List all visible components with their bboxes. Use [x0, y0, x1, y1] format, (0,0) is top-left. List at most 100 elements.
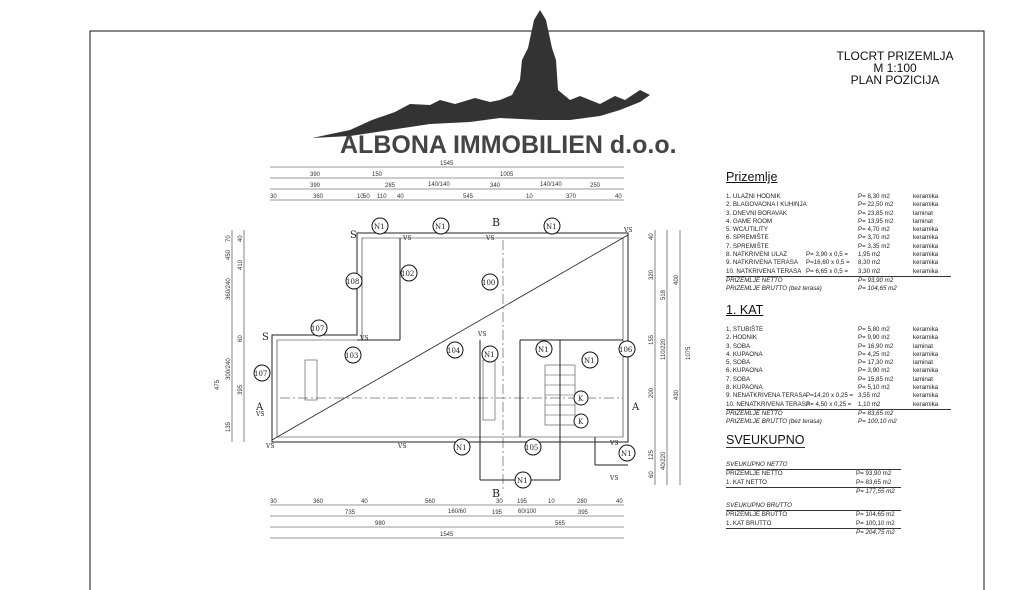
room-floor: keramika — [913, 400, 939, 408]
title-line: TLOCRT PRIZEMLJA — [836, 49, 954, 63]
svg-text:60: 60 — [649, 471, 655, 478]
svg-text:360: 360 — [313, 194, 324, 200]
svg-text:518: 518 — [661, 289, 667, 300]
label-100: 100 — [481, 273, 499, 291]
svg-text:K: K — [578, 418, 584, 426]
svg-text:10: 10 — [357, 194, 364, 200]
room-name: 4. KUPAONA — [726, 350, 763, 358]
label-n1: N1 — [581, 351, 599, 369]
sum-row-name: PRIZEMLJE NETTO — [726, 470, 783, 478]
svg-text:70: 70 — [226, 235, 232, 242]
svg-text:N1: N1 — [484, 351, 495, 359]
room-area: P= 5,80 m2 — [858, 326, 890, 333]
svg-text:1545: 1545 — [440, 532, 454, 538]
svg-text:285: 285 — [385, 183, 396, 189]
room-area: P= 3,35 m2 — [858, 242, 890, 250]
sum-row-name: 1. KAT BRUTTO — [726, 519, 772, 527]
room-floor: laminat — [913, 209, 933, 217]
room-area: 3,55 m2 — [858, 392, 881, 400]
svg-text:135: 135 — [226, 421, 232, 432]
room-name: 8. NATKRIVENI ULAZ — [726, 251, 788, 259]
room-floor: laminat — [913, 359, 933, 367]
room-name: 2. BLAGOVAONA I KUHINJA — [726, 201, 807, 209]
svg-text:106: 106 — [619, 346, 633, 354]
brutto-value: P= 100,10 m2 — [858, 418, 897, 426]
right-dimension-labels: 320 400 518 1075 155 110/220 200 430 125… — [649, 233, 692, 478]
brutto-total: P= 204,75 m2 — [856, 529, 895, 537]
svg-text:VS: VS — [485, 235, 494, 242]
svg-text:N1: N1 — [456, 444, 467, 452]
room-name: 6. SPREMIŠTE — [726, 234, 769, 242]
room-name: 6. KUPAONA — [726, 367, 763, 375]
svg-text:N1: N1 — [584, 357, 595, 365]
room-floor: keramika — [913, 193, 939, 200]
label-n1: N1 — [543, 217, 561, 235]
section-heading: 1. KAT — [726, 303, 764, 317]
label-102: 102 — [400, 264, 418, 282]
svg-text:VS: VS — [623, 227, 632, 234]
svg-text:390: 390 — [310, 172, 321, 178]
svg-text:250: 250 — [590, 183, 601, 189]
room-name: 1. STUBIŠTE — [726, 326, 764, 333]
label-n1: N1 — [618, 444, 636, 462]
svg-text:545: 545 — [463, 194, 474, 200]
room-area: P= 4,25 m2 — [858, 350, 890, 358]
svg-text:107: 107 — [254, 370, 267, 378]
svg-text:370: 370 — [566, 194, 577, 200]
svg-text:150: 150 — [372, 172, 383, 178]
room-name: 1. ULAZNI HODNIK — [726, 193, 781, 200]
room-name: 5. WC/UTILITY — [726, 226, 768, 234]
room-name: 5. SOBA — [726, 359, 751, 367]
room-area: P= 22,50 m2 — [858, 201, 894, 209]
label-n1: N1 — [453, 438, 471, 456]
svg-text:560: 560 — [425, 499, 436, 505]
label-n1: N1 — [371, 217, 389, 235]
svg-text:735: 735 — [345, 510, 356, 516]
room-area: P= 4,70 m2 — [858, 226, 890, 234]
room-floor: keramika — [913, 201, 939, 209]
svg-text:360: 360 — [313, 499, 324, 505]
section-mark-a: A — [631, 402, 640, 413]
svg-text:475: 475 — [215, 379, 221, 390]
svg-text:40: 40 — [397, 194, 404, 200]
room-calc: P= 6,65 x 0,5 = — [806, 267, 848, 275]
room-floor: laminat — [913, 217, 933, 225]
room-floor: keramika — [913, 326, 939, 333]
svg-text:110: 110 — [377, 194, 387, 200]
label-n1: N1 — [432, 217, 450, 235]
svg-text:N1: N1 — [517, 477, 528, 485]
svg-text:390: 390 — [310, 183, 321, 189]
svg-text:410: 410 — [238, 259, 244, 270]
room-calc — [806, 193, 858, 201]
room-floor: keramika — [913, 226, 939, 234]
svg-text:VS: VS — [477, 331, 486, 338]
room-calc — [806, 326, 858, 334]
room-name: 10. NATKRIVENA TERASA — [726, 267, 802, 275]
room-name: 8. KUPAONA — [726, 384, 763, 392]
room-calc — [806, 201, 858, 209]
section-mark-s: S — [350, 230, 357, 241]
room-area: P= 15,85 m2 — [858, 375, 894, 383]
svg-text:60: 60 — [238, 335, 244, 342]
room-calc — [806, 210, 858, 218]
room-calc — [806, 243, 858, 251]
svg-text:125: 125 — [649, 449, 655, 460]
svg-text:VS: VS — [397, 443, 406, 450]
svg-text:40/220: 40/220 — [661, 451, 667, 470]
svg-text:VS: VS — [265, 443, 274, 450]
sum-row-name: 1. KAT NETTO — [726, 478, 767, 486]
top-dimension-lines — [231, 166, 681, 539]
label-108: 108 — [345, 272, 363, 290]
room-row: 1. STUBIŠTE P= 5,80 m2 keramika — [726, 326, 951, 334]
room-name: 9. NENATKRIVENA TERASA — [726, 392, 807, 400]
